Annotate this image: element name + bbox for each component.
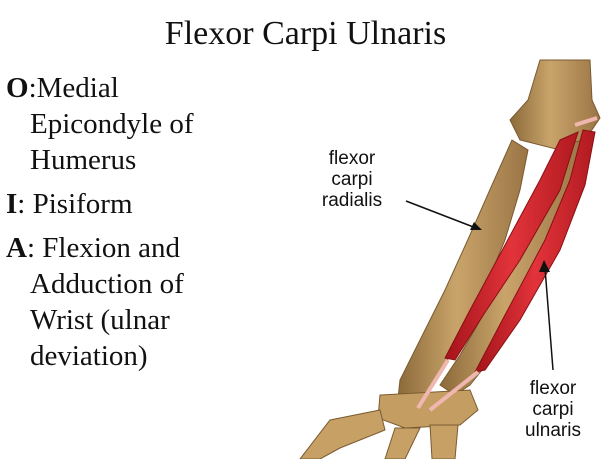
origin-line-1: Medial (36, 72, 119, 104)
insertion-line-1: Pisiform (32, 188, 133, 220)
ulnaris-pointer-line (544, 267, 554, 371)
proximal-tendon (574, 116, 598, 127)
action-line-4: deviation) (30, 340, 148, 372)
insertion-bullet: I: Pisiform (6, 188, 133, 220)
metacarpal-bones (299, 409, 459, 459)
flexor-carpi-radialis-muscle (444, 131, 579, 361)
radialis-arrowhead (470, 222, 482, 230)
action-line-3: Wrist (ulnar (30, 304, 170, 336)
origin-bullet: O:Medial Epicondyle of Humerus (6, 70, 256, 178)
slide-title: Flexor Carpi Ulnaris (164, 15, 447, 52)
label-flexor-carpi-radialis: flexor carpi radialis (321, 148, 383, 211)
flexor-carpi-ulnaris-muscle (474, 129, 596, 373)
origin-line-3: Humerus (30, 144, 137, 176)
action-line-1: Flexion and (42, 232, 181, 264)
origin-line-2: Epicondyle of (30, 108, 194, 140)
action-bullet: A: Flexion and Adduction of Wrist (ulnar… (6, 230, 256, 374)
insertion-key: I (6, 188, 18, 220)
ulnaris-tendon (428, 370, 480, 412)
ulnaris-arrowhead (539, 260, 550, 272)
action-line-2: Adduction of (30, 268, 184, 300)
radialis-pointer-line (405, 200, 477, 229)
bullet-list: O:Medial Epicondyle of Humerus I: Pisifo… (6, 70, 256, 382)
label-flexor-carpi-ulnaris: flexor carpi ulnaris (525, 378, 581, 441)
origin-key: O (6, 72, 29, 104)
action-key: A (6, 232, 27, 264)
radialis-tendon (416, 358, 450, 410)
